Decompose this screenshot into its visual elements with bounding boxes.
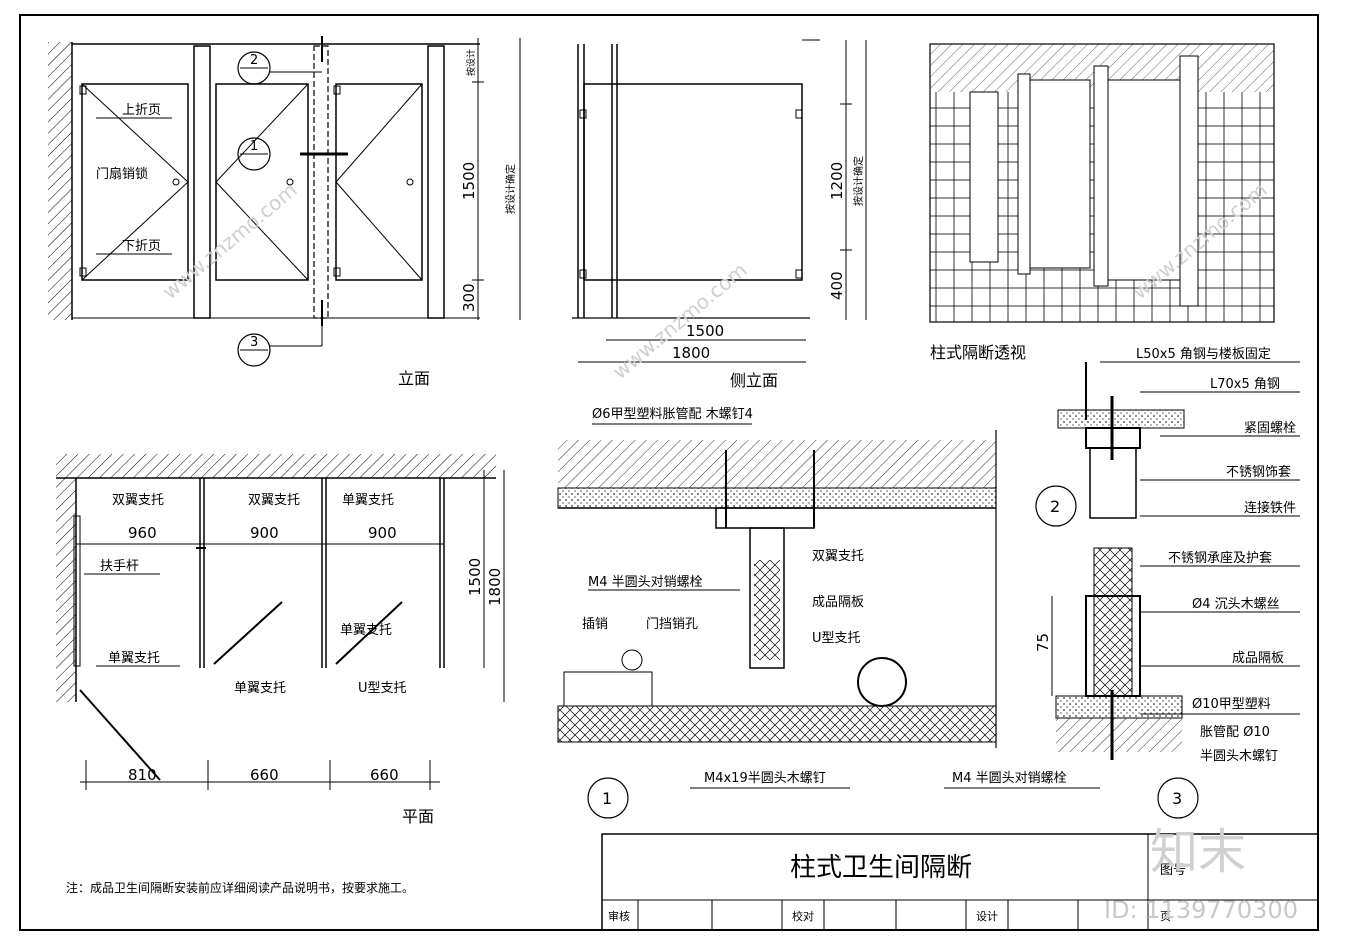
plan-dim-960: 960 — [128, 524, 157, 542]
elev-label-lower-hinge: 下折页 — [122, 239, 161, 254]
plan-label-handrail: 扶手杆 — [100, 559, 139, 574]
d23-callout-2: 2 — [1050, 497, 1060, 516]
plan-label-u-bracket: U型支托 — [358, 681, 407, 696]
side-dim-1800: 1800 — [672, 344, 710, 362]
d23-callout-3: 3 — [1172, 789, 1182, 808]
d1-label-latch: 插销 — [582, 617, 608, 632]
watermark-site-1: www.znzmo.com — [608, 258, 752, 384]
plan-dim-660-a: 660 — [250, 766, 279, 784]
side-dim-1200: 1200 — [828, 162, 846, 200]
d1-label-double-wing: 双翼支托 — [812, 549, 864, 564]
elev-dim-1500: 1500 — [460, 162, 478, 200]
d23-label-angle2: L70x5 角钢 — [1210, 377, 1280, 392]
d23-label-anchor3: 半圆头木螺钉 — [1200, 749, 1278, 764]
side-dim-400: 400 — [828, 271, 846, 300]
elev-callout-3: 3 — [250, 335, 258, 350]
plan-dim-1500: 1500 — [466, 558, 484, 596]
plan-label-single-wing-right: 单翼支托 — [340, 623, 392, 638]
title-check: 校对 — [792, 909, 814, 923]
side-elevation-view: 1200 400 按设计确定 1500 1800 侧立面 — [572, 39, 867, 390]
d1-label-bolt: M4 半圆头对销螺栓 — [588, 575, 703, 590]
perspective-caption: 柱式隔断透视 — [930, 343, 1026, 362]
d23-label-angle1: L50x5 角钢与楼板固定 — [1136, 347, 1271, 362]
plan-dim-660-b: 660 — [370, 766, 399, 784]
d1-label-u-bracket: U型支托 — [812, 631, 861, 646]
side-dim-1500: 1500 — [686, 322, 724, 340]
d23-label-ss-cover: 不锈钢饰套 — [1226, 464, 1291, 480]
elevation-view: 上折页 门扇销锁 下折页 2 1 3 1500 300 按设计确定 按设计 立面 — [48, 36, 521, 388]
plan-caption: 平面 — [402, 807, 434, 826]
plan-dim-1800: 1800 — [486, 568, 504, 606]
elevation-caption: 立面 — [398, 369, 430, 388]
d23-label-connector: 连接铁件 — [1244, 500, 1296, 516]
d23-label-ss-seat: 不锈钢承座及护套 — [1168, 550, 1272, 566]
title-design: 设计 — [976, 910, 998, 923]
d23-label-fasten-bolt: 紧固螺栓 — [1244, 421, 1296, 436]
d23-label-anchor2: 胀管配 Ø10 — [1200, 725, 1270, 740]
plan-label-single-wing-left: 单翼支托 — [108, 651, 160, 666]
perspective-view: 柱式隔断透视 — [929, 43, 1275, 362]
title-text: 柱式卫生间隔断 — [790, 853, 972, 883]
d23-dim-75: 75 — [1034, 633, 1052, 652]
watermark-id: ID: 1139770300 — [1104, 896, 1298, 924]
plan-label-double-wing-2: 双翼支托 — [248, 493, 300, 508]
side-elevation-caption: 侧立面 — [730, 371, 778, 390]
plan-dim-900-b: 900 — [368, 524, 397, 542]
title-block: 柱式卫生间隔断 图号 审核 校对 设计 页 — [601, 833, 1319, 931]
d1-label-wood-screw: M4x19半圆头木螺钉 — [704, 771, 826, 786]
plan-label-double-wing-1: 双翼支托 — [112, 493, 164, 508]
elev-callout-1: 1 — [250, 139, 258, 154]
plan-dim-810: 810 — [128, 766, 157, 784]
plan-view: 双翼支托 双翼支托 单翼支托 960 900 900 扶手杆 单翼支托 单翼支托… — [56, 454, 505, 826]
note-text: 注：成品卫生间隔断安装前应详细阅读产品说明书，按要求施工。 — [66, 880, 414, 895]
title-review: 审核 — [608, 909, 630, 923]
elev-dim-300: 300 — [460, 283, 478, 312]
d23-label-anchor1: Ø10甲型塑料 — [1192, 697, 1271, 712]
plan-label-single-wing-top: 单翼支托 — [342, 493, 394, 508]
d1-label-anchor: Ø6甲型塑料胀管配 木螺钉4 — [592, 407, 753, 422]
d1-label-door-stop: 门挡销孔 — [646, 617, 698, 632]
side-dim-total: 按设计确定 — [852, 156, 865, 206]
d1-label-bolt2: M4 半圆头对销螺栓 — [952, 771, 1067, 786]
plan-dim-900-a: 900 — [250, 524, 279, 542]
title-drawing-no-label: 图号 — [1160, 863, 1186, 878]
elev-dim-top: 按设计 — [465, 49, 477, 76]
elev-dim-total: 按设计确定 — [504, 164, 517, 214]
elev-label-upper-hinge: 上折页 — [122, 103, 161, 118]
d1-callout: 1 — [602, 789, 612, 808]
d1-label-panel: 成品隔板 — [812, 595, 864, 610]
d23-label-panel: 成品隔板 — [1232, 651, 1284, 666]
plan-label-single-wing-mid: 单翼支托 — [234, 681, 286, 696]
detail-1-view: Ø6甲型塑料胀管配 木螺钉4 双翼支托 M4 半圆头对销螺栓 成品隔板 插销 门… — [557, 407, 1100, 819]
elev-callout-2: 2 — [250, 53, 258, 68]
detail-2-3-view: 75 2 3 L50x5 角钢与楼板固定 L70x5 角钢 紧固螺栓 不锈钢饰套… — [1034, 347, 1300, 819]
watermark-logo: 知末 — [1150, 824, 1246, 880]
d23-label-screw: Ø4 沉头木螺丝 — [1192, 597, 1280, 612]
title-page: 页 — [1160, 910, 1171, 923]
elev-label-door-lock: 门扇销锁 — [96, 166, 148, 182]
